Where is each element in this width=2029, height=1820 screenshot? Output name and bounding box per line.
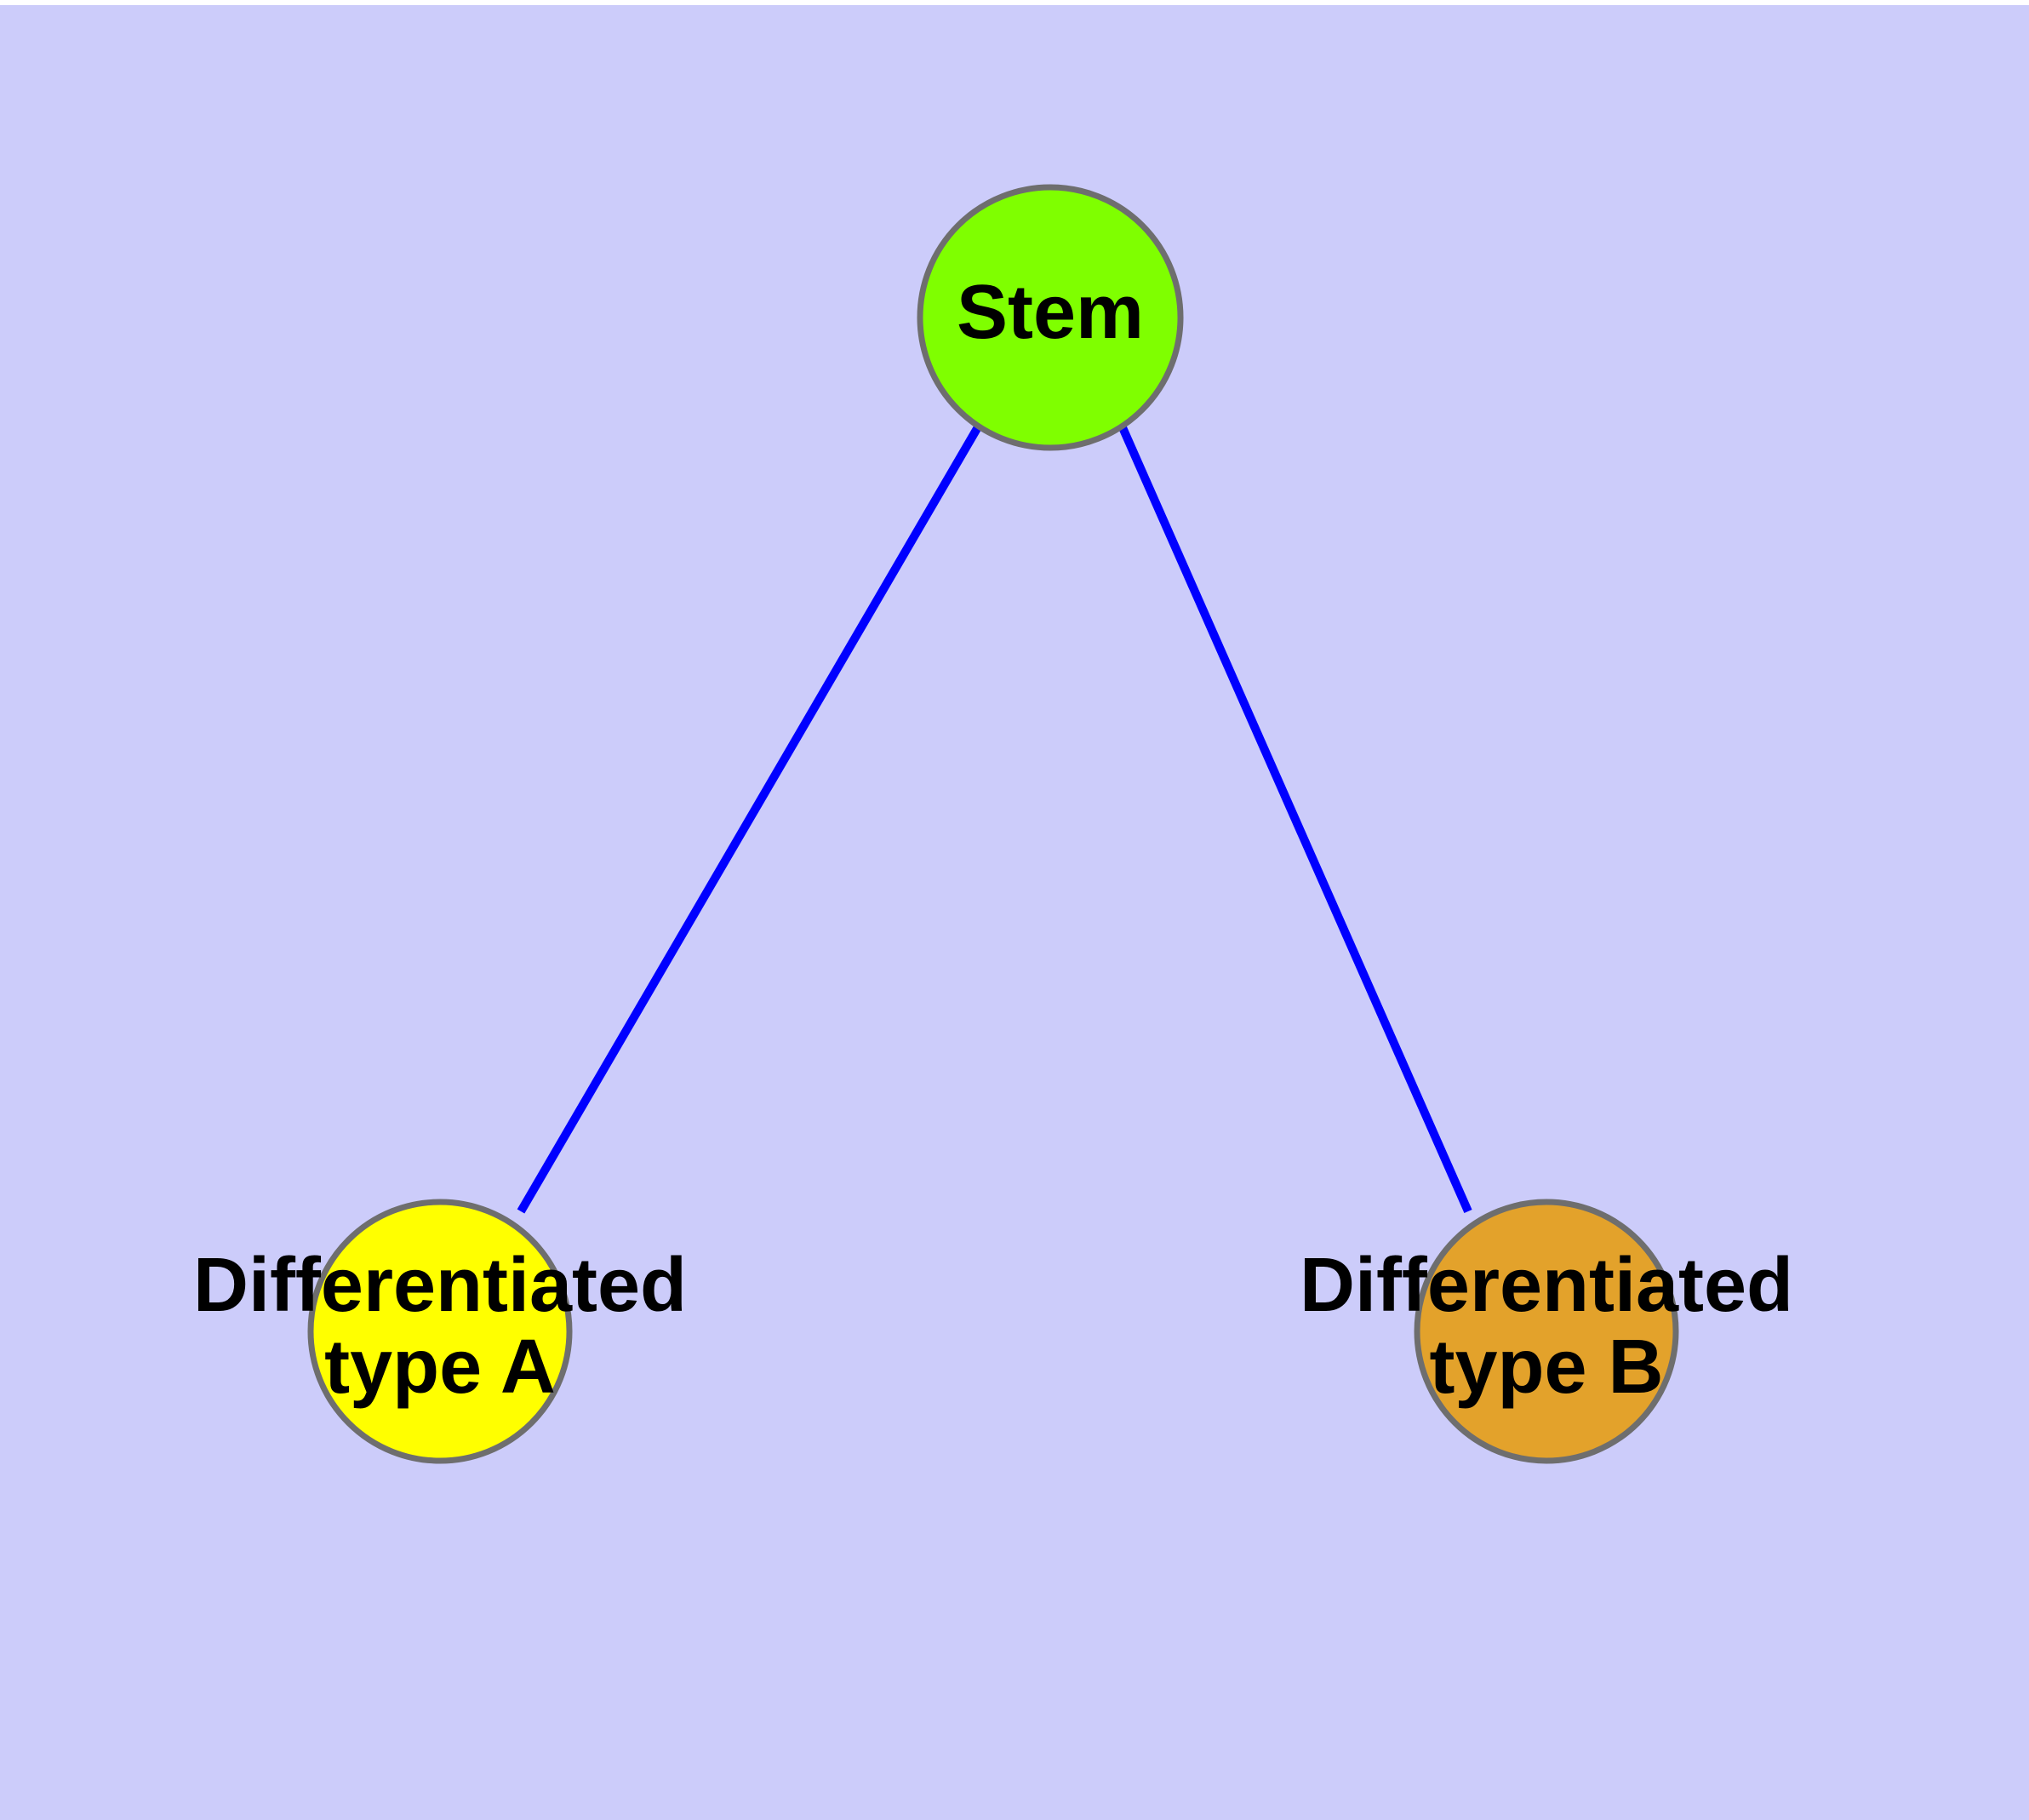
node-label-line: Stem: [957, 270, 1144, 355]
node-label-line: Differentiated: [1300, 1243, 1793, 1328]
node-label-line: type B: [1429, 1325, 1663, 1410]
node-differentiated-type-a[interactable]: [307, 1199, 573, 1464]
node-label-line: Differentiated: [193, 1243, 687, 1328]
node-stem[interactable]: [917, 184, 1184, 451]
edge-stem-to-differentiated-type-a[interactable]: [517, 423, 983, 1214]
node-differentiated-type-b[interactable]: [1414, 1199, 1679, 1464]
edges-layer: [517, 423, 1472, 1214]
edge-stem-to-differentiated-type-b[interactable]: [1117, 423, 1472, 1214]
node-label-line: type A: [324, 1325, 556, 1410]
nodes-layer: [307, 184, 1679, 1464]
node-label-stem: Stem: [957, 270, 1144, 355]
